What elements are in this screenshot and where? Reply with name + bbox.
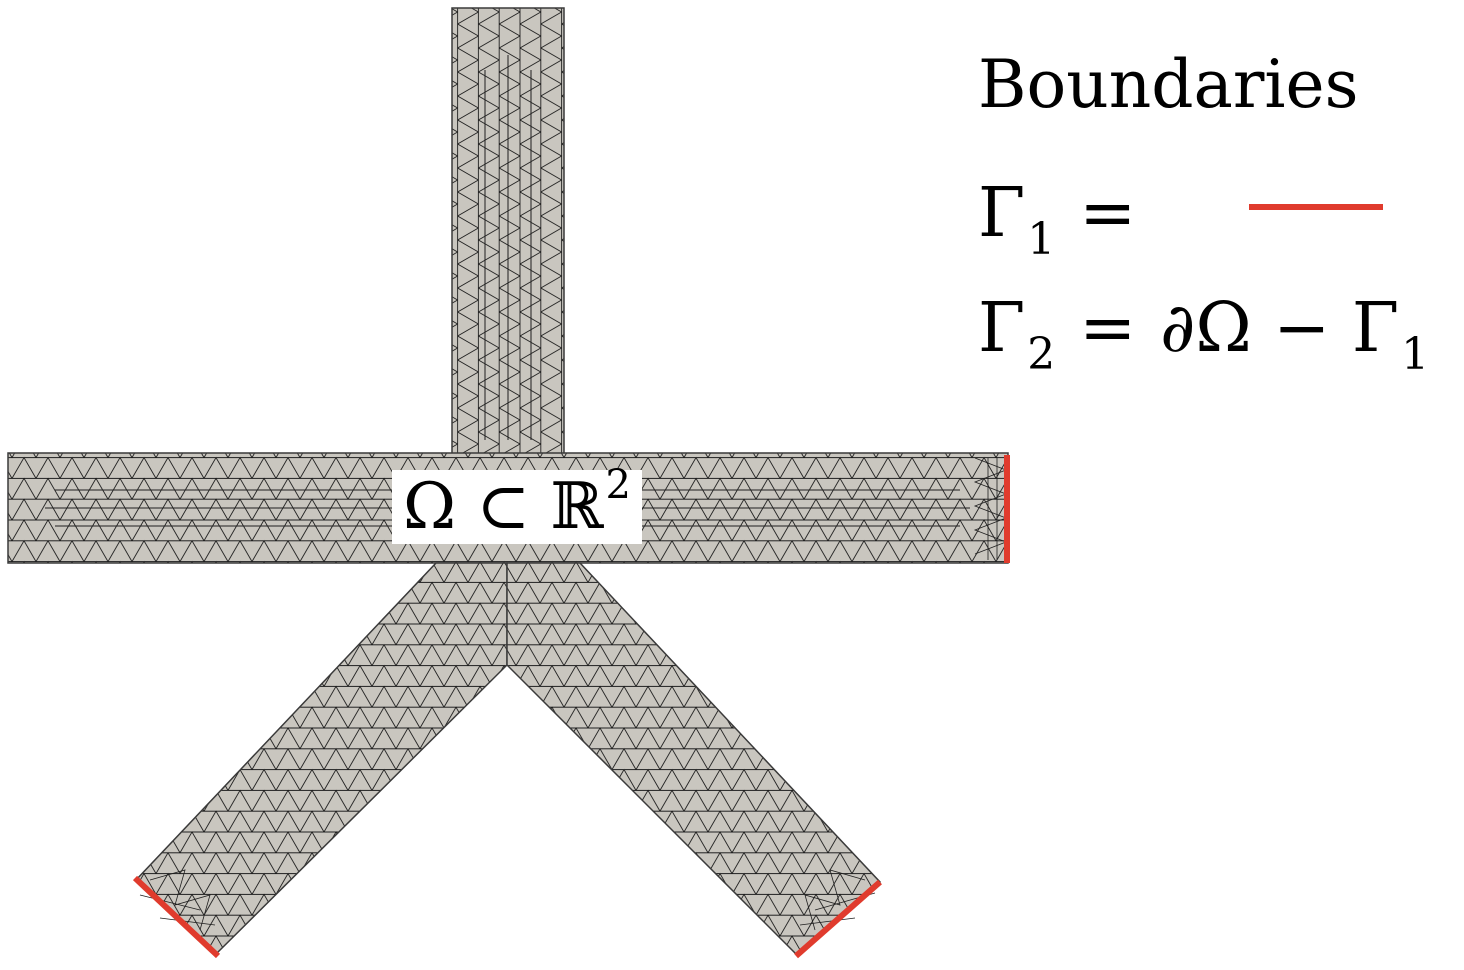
gamma2-rhs: ∂Ω − Γ: [1160, 289, 1400, 368]
mesh-refinement: [139, 457, 1008, 931]
gamma2-rhs-subscript: 1: [1401, 329, 1430, 380]
mesh-leg-left: [134, 562, 508, 957]
gamma1-legend-swatch: [1249, 204, 1383, 210]
gamma2-subscript: 2: [1027, 329, 1056, 380]
gamma2-equals: =: [1079, 289, 1137, 368]
gamma1-boundary-bottom-left: [132, 875, 221, 959]
domain-label-superscript: 2: [605, 462, 631, 508]
gamma1-equals: =: [1079, 174, 1137, 253]
gamma1-boundaries: [132, 455, 1010, 959]
mesh-leg-right: [506, 562, 882, 957]
mesh-inner-lines-top: [484, 55, 532, 440]
gamma1-symbol: Γ: [978, 174, 1026, 253]
legend-title: Boundaries: [978, 46, 1359, 123]
gamma1-boundary-bottom-right: [794, 879, 882, 959]
domain-label-text: Ω ⊂ ℝ: [402, 470, 604, 544]
gamma1-subscript: 1: [1027, 214, 1056, 265]
gamma2-symbol: Γ: [978, 289, 1026, 368]
